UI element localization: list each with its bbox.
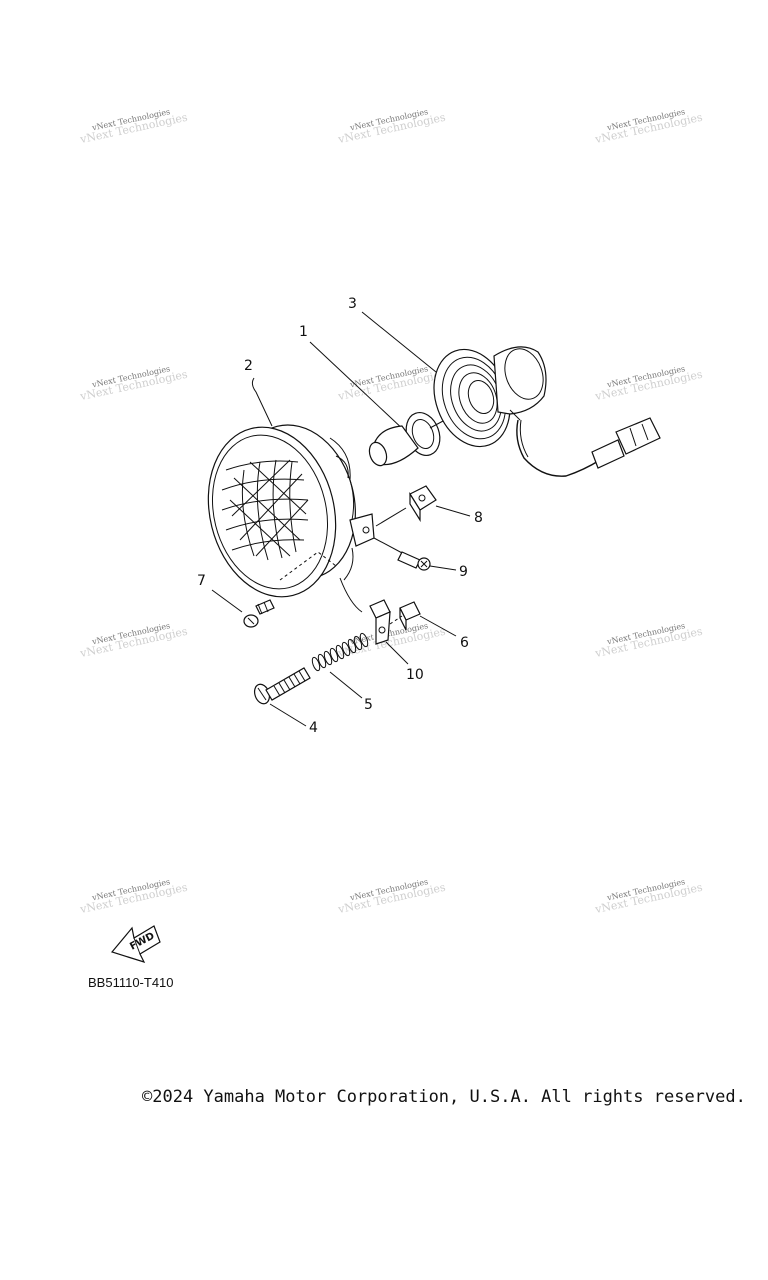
watermark: vNext Technologies vNext Technologies [78, 621, 189, 660]
watermark: vNext Technologies vNext Technologies [593, 877, 704, 916]
diagram-code: BB51110-T410 [88, 975, 174, 990]
callout-5: 5 [364, 697, 373, 713]
copyright-notice: ©2024 Yamaha Motor Corporation, U.S.A. A… [142, 1087, 746, 1107]
lens-pattern [221, 459, 309, 561]
callout-6: 6 [460, 635, 469, 651]
nut-6[interactable] [399, 601, 457, 637]
callout-9: 9 [459, 564, 468, 580]
nut-8[interactable] [375, 485, 471, 527]
callout-1: 1 [299, 324, 308, 340]
callout-7: 7 [197, 573, 206, 589]
watermark: vNext Technologies vNext Technologies [593, 107, 704, 146]
watermark: vNext Technologies vNext Technologies [593, 621, 704, 660]
watermark: vNext Technologies vNext Technologies [78, 364, 189, 403]
callout-8: 8 [474, 510, 483, 526]
callout-labels: 1 2 3 4 5 6 7 8 9 10 [197, 296, 483, 736]
spring-5[interactable] [311, 632, 369, 699]
callout-2: 2 [244, 358, 253, 374]
watermark: vNext Technologies vNext Technologies [336, 107, 447, 146]
watermark-grid: vNext Technologies vNext Technologies vN… [78, 107, 704, 916]
screw-9[interactable] [373, 537, 457, 571]
bulb[interactable] [309, 341, 487, 468]
headlight-assembly[interactable] [191, 377, 375, 610]
adjusting-screw-4[interactable] [252, 667, 311, 727]
callout-4: 4 [309, 720, 318, 736]
watermark: vNext Technologies vNext Technologies [78, 107, 189, 146]
watermark: vNext Technologies vNext Technologies [336, 877, 447, 916]
clip-10[interactable] [339, 577, 409, 665]
callout-10: 10 [406, 667, 424, 683]
callout-3: 3 [348, 296, 357, 312]
bulb-socket-harness[interactable] [361, 311, 661, 477]
watermark: vNext Technologies vNext Technologies [593, 364, 704, 403]
screw-7[interactable] [211, 589, 275, 628]
watermark: vNext Technologies vNext Technologies [78, 877, 189, 916]
fwd-arrow-icon: FWD [110, 925, 161, 963]
watermark: vNext Technologies vNext Technologies [336, 621, 447, 660]
